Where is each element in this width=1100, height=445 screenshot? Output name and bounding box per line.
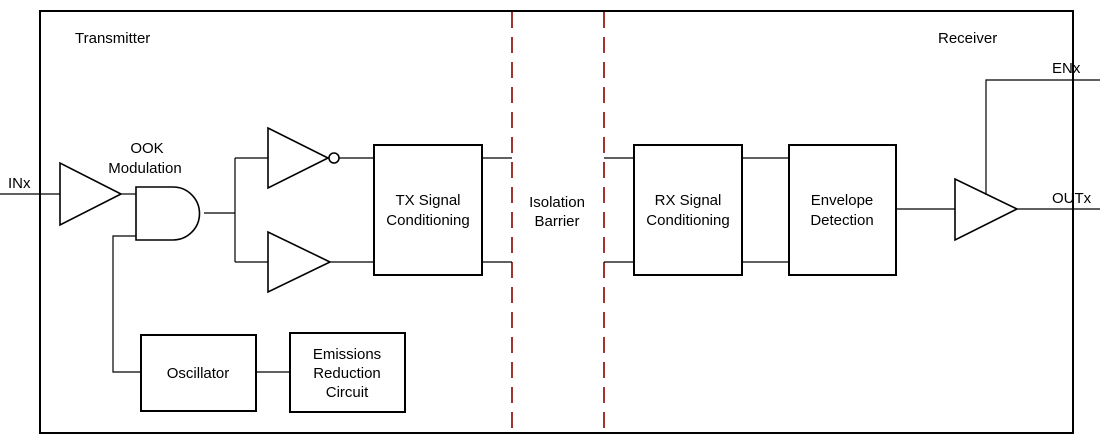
enable-pin-label: ENx — [1052, 60, 1081, 77]
envelope-block-label-line1: Envelope — [811, 192, 874, 209]
input-buffer — [59, 161, 123, 227]
oscillator-to-and-wire — [112, 235, 141, 373]
emissions-label-line3: Circuit — [326, 384, 369, 401]
oscillator-block — [140, 334, 257, 412]
rx-signal-conditioning-block — [633, 144, 743, 276]
rx-block-label-line1: RX Signal — [655, 192, 722, 209]
envelope-detection-block — [788, 144, 897, 276]
envelope-block-label-line2: Detection — [810, 212, 873, 229]
receiver-label: Receiver — [938, 30, 997, 47]
emissions-reduction-block — [289, 332, 406, 413]
tx-block-label-line1: TX Signal — [395, 192, 460, 209]
enable-wire — [985, 79, 1100, 195]
transmitter-label: Transmitter — [75, 30, 150, 47]
inverter — [267, 126, 330, 190]
input-pin-label: INx — [8, 175, 31, 192]
ook-label-line2: Modulation — [108, 160, 181, 177]
oscillator-label: Oscillator — [167, 365, 230, 382]
isolation-barrier-label-line1: Isolation — [529, 194, 585, 211]
emissions-label-line1: Emissions — [313, 346, 381, 363]
tx-block-label-line2: Conditioning — [386, 212, 469, 229]
ook-label-line1: OOK — [130, 140, 163, 157]
inverter-bubble — [328, 152, 340, 164]
rx-block-label-line2: Conditioning — [646, 212, 729, 229]
ook-and-gate — [135, 186, 201, 241]
tx-signal-conditioning-block — [373, 144, 483, 276]
isolation-barrier-label-line2: Barrier — [534, 213, 579, 230]
emissions-label-line2: Reduction — [313, 365, 381, 382]
buffer — [267, 230, 332, 294]
output-pin-label: OUTx — [1052, 190, 1092, 207]
